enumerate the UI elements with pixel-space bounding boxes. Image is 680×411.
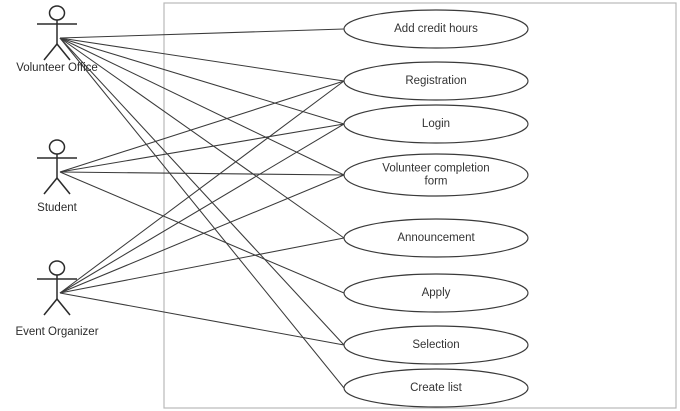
actor-leg-right-icon: [56, 177, 71, 195]
association-line-eo-login: [59, 123, 345, 294]
association-layer: [59, 28, 345, 389]
association-line-vo-registration: [59, 37, 345, 82]
actor-leg-left-icon: [43, 43, 58, 61]
use-case-announcement[interactable]: Announcement: [343, 218, 529, 258]
actor-leg-left-icon: [43, 298, 58, 316]
association-line-st-volunteer-completion-form: [59, 171, 345, 176]
use-case-label: Create list: [410, 382, 463, 394]
association-line-vo-volunteer-completion-form: [59, 37, 345, 176]
use-case-registration[interactable]: Registration: [343, 61, 529, 101]
use-case-label: Registration: [405, 75, 466, 87]
association-line-vo-selection: [59, 37, 345, 346]
association-line-st-apply: [59, 171, 345, 294]
use-case-add-credit-hours[interactable]: Add credit hours: [343, 9, 529, 49]
association-line-st-login: [59, 123, 345, 173]
use-case-ellipse: [343, 325, 529, 365]
association-line-eo-selection: [59, 292, 345, 346]
use-case-apply[interactable]: Apply: [343, 273, 529, 313]
actor-student[interactable]: Student: [37, 139, 78, 214]
actor-label: Event Organizer: [15, 326, 98, 338]
use-case-ellipse: [343, 368, 529, 408]
actor-leg-right-icon: [56, 298, 71, 316]
use-case-layer: Add credit hoursRegistrationLoginVolunte…: [343, 9, 529, 408]
association-line-st-registration: [59, 80, 345, 173]
use-case-label: Selection: [412, 339, 459, 351]
use-case-label: Apply: [422, 287, 451, 299]
actor-head-icon: [48, 139, 66, 155]
actor-label: Student: [37, 202, 77, 214]
association-line-eo-volunteer-completion-form: [59, 174, 345, 294]
use-case-label: Announcement: [397, 232, 475, 244]
actor-volunteer-office[interactable]: Volunteer Office: [16, 5, 98, 74]
system-boundary: [163, 2, 677, 409]
use-case-ellipse: [343, 104, 529, 144]
use-case-ellipse: [343, 153, 529, 197]
actor-head-icon: [48, 260, 66, 276]
actor-event-organizer[interactable]: Event Organizer: [15, 260, 99, 338]
association-line-vo-announcement: [59, 37, 345, 239]
use-case-label: Add credit hours: [394, 23, 478, 35]
use-case-selection[interactable]: Selection: [343, 325, 529, 365]
association-line-vo-add-credit-hours: [59, 28, 345, 39]
use-case-create-list[interactable]: Create list: [343, 368, 529, 408]
actor-leg-left-icon: [43, 177, 58, 195]
use-case-label: Login: [422, 118, 450, 130]
actor-leg-right-icon: [56, 43, 71, 61]
use-case-ellipse: [343, 218, 529, 258]
use-case-ellipse: [343, 61, 529, 101]
system-boundary-layer: [163, 2, 677, 409]
actor-head-icon: [48, 5, 66, 21]
association-line-eo-registration: [59, 80, 345, 294]
association-line-vo-create-list: [59, 37, 345, 389]
actor-label: Volunteer Office: [16, 62, 98, 74]
use-case-login[interactable]: Login: [343, 104, 529, 144]
association-line-eo-announcement: [59, 237, 345, 294]
association-line-vo-login: [59, 37, 345, 125]
use-case-ellipse: [343, 9, 529, 49]
use-case-ellipse: [343, 273, 529, 313]
